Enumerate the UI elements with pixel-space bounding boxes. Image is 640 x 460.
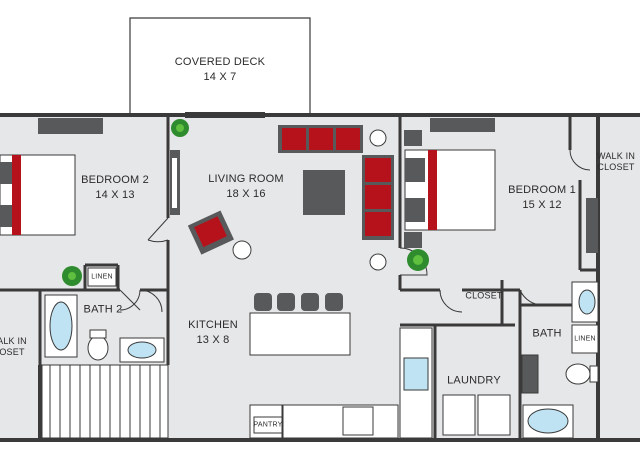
room-name: BATH 2	[83, 303, 123, 316]
room-label-linen-left: LINEN	[91, 273, 113, 282]
stove	[342, 406, 374, 436]
kitchen-sink	[403, 357, 429, 391]
room-name: BEDROOM 1	[508, 184, 576, 196]
bath2-fixtures	[44, 294, 165, 363]
walkin-door	[569, 149, 591, 171]
plant-bedroom1	[407, 249, 429, 271]
window-right	[586, 198, 598, 253]
deck-floor	[130, 18, 310, 113]
room-name: LINEN	[574, 335, 596, 343]
bedroom2-door	[147, 217, 169, 243]
deck-outline	[129, 17, 311, 113]
room-name: LIVING ROOM	[208, 173, 284, 185]
room-size: 15 X 12	[522, 199, 562, 211]
room-name: PANTRY	[253, 421, 283, 429]
room-line1: ALK IN	[0, 336, 27, 346]
room-label-walk-in-closet-left: ALK IN OSET	[0, 336, 27, 358]
room-label-linen-right: LINEN	[574, 335, 596, 344]
room-label-covered-deck: COVERED DECK 14 X 7	[175, 55, 265, 85]
bath-fixtures	[521, 281, 599, 439]
bedroom1-bed	[404, 130, 496, 248]
closet-door	[439, 289, 463, 313]
kitchen-island	[249, 312, 351, 356]
bath2-door	[119, 289, 141, 311]
room-name: BATH	[532, 327, 562, 340]
room-label-pantry: PANTRY	[254, 421, 283, 430]
bar-stools	[254, 293, 343, 311]
interior-walls	[0, 115, 598, 440]
room-size: 18 X 16	[226, 188, 266, 200]
room-label-laundry: LAUNDRY	[447, 374, 501, 389]
bath-cabinet	[521, 354, 539, 394]
side-tables	[232, 129, 387, 271]
bath-door	[519, 289, 546, 306]
room-label-walk-in-closet-right: WALK IN CLOSET	[597, 151, 635, 173]
room-name: KITCHEN	[188, 319, 238, 331]
plant-living	[171, 119, 189, 137]
room-label-kitchen: KITCHEN 13 X 8	[188, 318, 238, 348]
window-bedroom1	[430, 118, 495, 132]
room-name: LAUNDRY	[447, 374, 501, 387]
tv-screen	[172, 158, 177, 208]
room-name: LINEN	[91, 273, 113, 281]
room-label-bath-2: BATH 2	[84, 303, 123, 318]
room-size: 13 X 8	[196, 334, 230, 346]
room-size: 14 X 7	[203, 71, 237, 83]
bath2-door-2	[139, 289, 163, 313]
stairs	[41, 364, 169, 439]
room-line1: WALK IN	[596, 151, 636, 161]
room-label-bedroom-2: BEDROOM 2 14 X 13	[81, 173, 149, 203]
coffee-table	[303, 170, 345, 215]
bedroom2-bed	[0, 154, 76, 236]
room-line2: OSET	[0, 347, 25, 357]
toilet-right	[565, 363, 591, 385]
laundry-fixtures	[442, 394, 511, 436]
toilet-left	[87, 335, 109, 361]
window-bedroom2	[38, 118, 103, 134]
plant-bedroom2	[62, 266, 82, 286]
plants	[62, 119, 429, 286]
windows	[38, 112, 598, 253]
exterior-walls	[0, 113, 640, 442]
room-name: COVERED DECK	[174, 56, 266, 68]
deck-door	[185, 112, 265, 118]
room-label-bath: BATH	[532, 327, 561, 342]
room-label-closet: CLOSET	[465, 291, 502, 302]
room-label-living-room: LIVING ROOM 18 X 16	[208, 172, 284, 202]
room-size: 14 X 13	[95, 189, 135, 201]
counter-bottom	[282, 404, 399, 439]
room-label-bedroom-1: BEDROOM 1 15 X 12	[508, 183, 576, 213]
room-name: BEDROOM 2	[81, 174, 149, 186]
label-boxes	[87, 267, 599, 434]
living-room-furniture	[170, 125, 394, 271]
armchair	[187, 210, 234, 255]
room-name: CLOSET	[465, 290, 503, 301]
room-line2: CLOSET	[597, 162, 635, 172]
